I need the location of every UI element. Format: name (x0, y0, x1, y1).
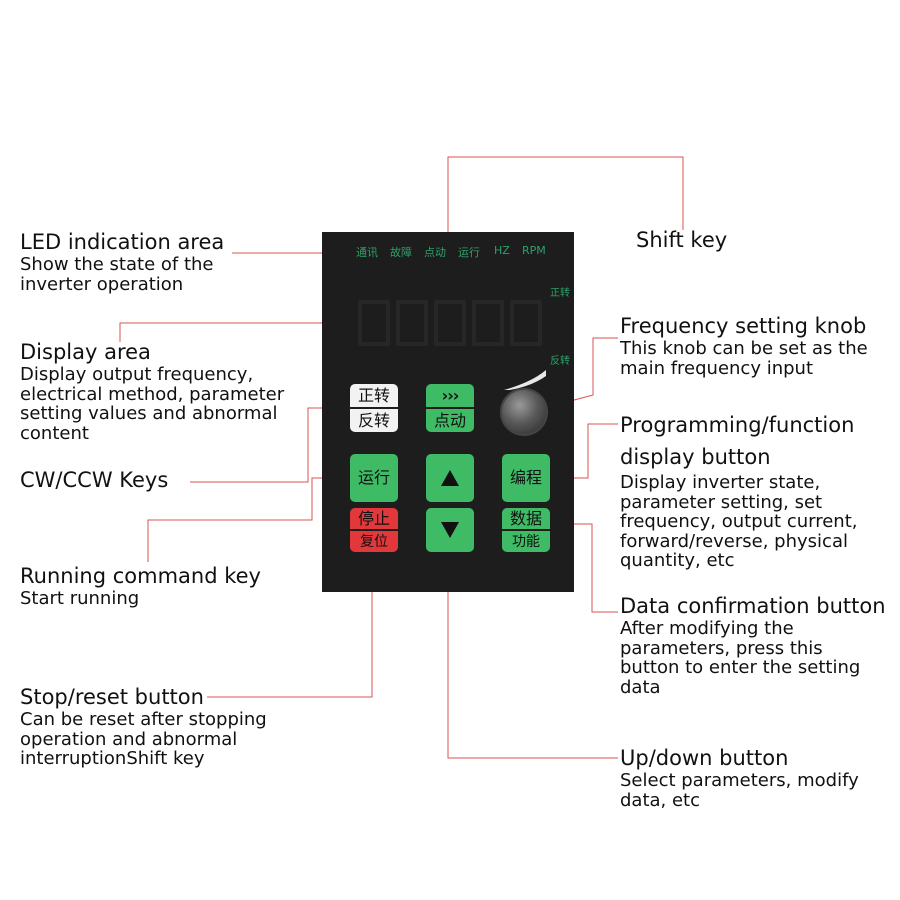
reset-key-label: 复位 (360, 533, 388, 550)
led-label-hz: HZ (494, 244, 510, 257)
annotation-freq-knob: Frequency setting knob This knob can be … (620, 313, 868, 378)
stop-key-label: 停止 (357, 508, 390, 528)
jog-key-label: 点动 (433, 410, 466, 430)
function-key-label: 功能 (512, 533, 540, 550)
up-down-desc-1: Select parameters, modify (620, 770, 859, 791)
seven-segment-display (358, 300, 548, 346)
led-area-desc-1: Show the state of the (20, 254, 214, 275)
led-label-rpm: RPM (522, 244, 546, 257)
display-area-desc-1: Display output frequency, (20, 364, 254, 385)
connector-running (147, 477, 350, 562)
stop-reset-desc-3: interruptionShift key (20, 748, 205, 769)
annotation-programming: Programming/function display button Disp… (620, 412, 857, 571)
run-key[interactable]: 运行 (350, 454, 398, 502)
programming-desc-4: forward/reverse, physical (620, 530, 848, 552)
data-confirm-desc-4: data (620, 676, 661, 698)
stop-reset-title: Stop/reset button (20, 685, 204, 709)
led-label-reverse: 反转 (550, 356, 570, 367)
led-area-desc-2: inverter operation (20, 273, 184, 295)
data-confirm-desc-3: button to enter the setting (620, 657, 861, 678)
annotation-display-area: Display area Display output frequency, e… (20, 339, 284, 443)
display-area-desc-3: setting values and abnormal (20, 403, 278, 424)
freq-knob-desc-1: This knob can be set as the (620, 338, 868, 359)
knob-ramp-indicator (504, 370, 546, 390)
led-label-jog: 点动 (424, 246, 446, 259)
up-triangle-icon (441, 470, 459, 486)
freq-knob-desc-2: main frequency input (620, 357, 813, 379)
annotation-data-confirm: Data confirmation button After modifying… (620, 593, 886, 697)
up-down-title: Up/down button (620, 746, 789, 770)
annotation-led-area: LED indication area Show the state of th… (20, 229, 224, 294)
display-digit (434, 300, 466, 346)
running-desc-1: Start running (20, 588, 140, 609)
cw-ccw-title: CW/CCW Keys (20, 468, 169, 492)
display-area-desc-4: content (20, 422, 89, 444)
programming-desc-1: Display inverter state, (620, 472, 821, 493)
led-label-comm: 通讯 (356, 246, 378, 259)
annotation-cw-ccw: CW/CCW Keys (20, 467, 168, 493)
led-label-fault: 故障 (390, 246, 412, 259)
run-key-label: 运行 (357, 468, 390, 487)
programming-title-1: Programming/function (620, 413, 855, 437)
display-area-desc-2: electrical method, parameter (20, 383, 285, 405)
stop-reset-desc-2: operation and abnormal (20, 728, 238, 750)
annotation-running: Running command key Start running (20, 563, 261, 609)
down-triangle-icon (441, 522, 459, 538)
ccw-key-label: 反转 (357, 410, 390, 430)
control-panel: 通讯 故障 点动 运行 HZ RPM 正转 反转 正转 反转 ››› 点动 运行… (322, 232, 574, 592)
cw-key-label: 正转 (357, 385, 390, 405)
freq-knob-title: Frequency setting knob (620, 314, 867, 338)
shift-arrows-icon: ››› (441, 385, 460, 405)
data-function-key[interactable]: 数据 功能 (502, 508, 550, 552)
display-area-title: Display area (20, 340, 151, 364)
frequency-knob[interactable] (500, 388, 548, 436)
programming-desc-3: frequency, output current, (620, 511, 858, 532)
running-title: Running command key (20, 564, 261, 588)
data-confirm-desc-1: After modifying the (620, 618, 794, 639)
annotation-up-down: Up/down button Select parameters, modify… (620, 745, 859, 810)
annotation-stop-reset: Stop/reset button Can be reset after sto… (20, 684, 267, 769)
up-down-desc-2: data, etc (620, 789, 701, 811)
up-button[interactable] (426, 454, 474, 502)
display-digit (358, 300, 390, 346)
annotation-shift: Shift key (636, 227, 727, 253)
display-digit (396, 300, 428, 346)
program-key-label: 编程 (509, 468, 542, 487)
data-confirm-title: Data confirmation button (620, 594, 886, 618)
programming-desc-5: quantity, etc (620, 550, 735, 571)
shift-title: Shift key (636, 228, 728, 252)
programming-title-2: display button (620, 445, 771, 469)
display-digit (472, 300, 504, 346)
programming-desc-2: parameter setting, set (620, 491, 823, 513)
led-area-title: LED indication area (20, 230, 225, 254)
cw-ccw-key[interactable]: 正转 反转 (350, 384, 398, 432)
down-button[interactable] (426, 508, 474, 552)
led-label-run: 运行 (458, 246, 480, 259)
data-confirm-desc-2: parameters, press this (620, 637, 823, 659)
jog-shift-key[interactable]: ››› 点动 (426, 384, 474, 432)
stop-reset-key[interactable]: 停止 复位 (350, 508, 398, 552)
data-key-label: 数据 (509, 508, 542, 528)
led-label-forward: 正转 (550, 288, 570, 299)
program-key[interactable]: 编程 (502, 454, 550, 502)
stop-reset-desc-1: Can be reset after stopping (20, 709, 267, 730)
display-digit (510, 300, 542, 346)
